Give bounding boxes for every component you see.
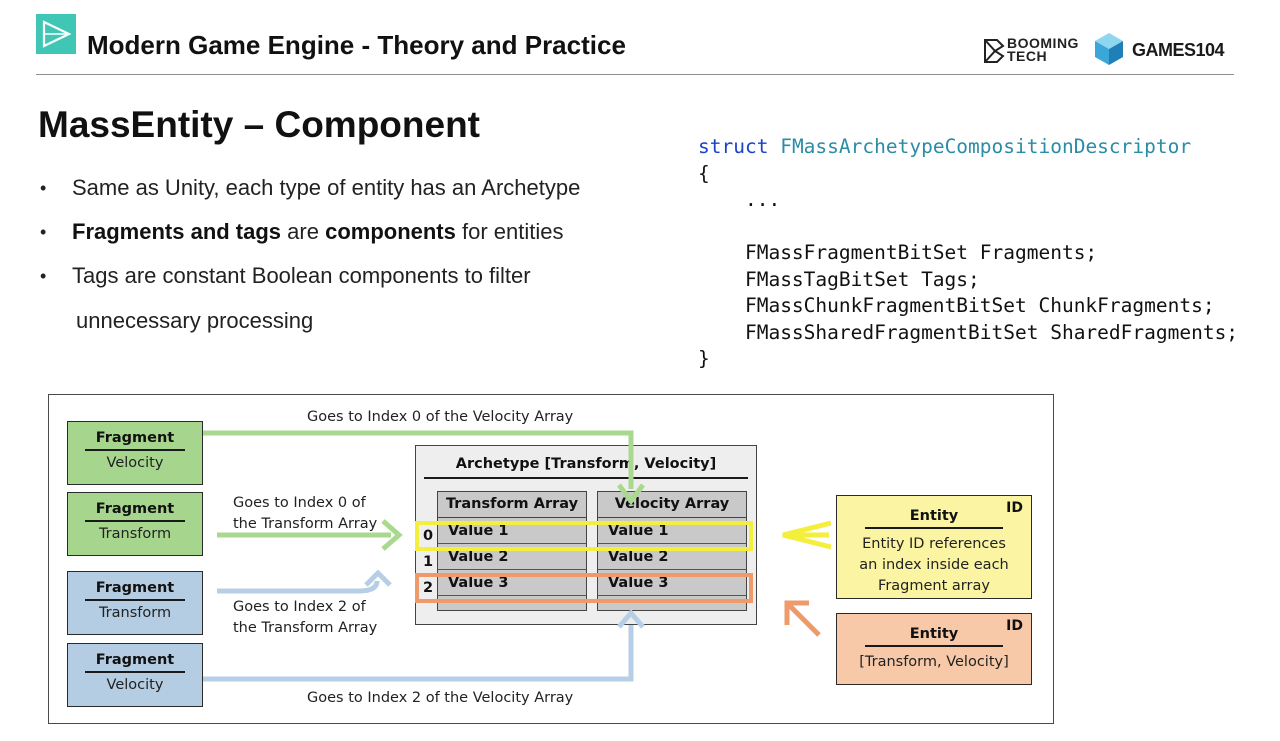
header-divider — [36, 74, 1234, 75]
code-line: FMassChunkFragmentBitSet ChunkFragments; — [744, 294, 1215, 317]
bullet-dot-icon: • — [40, 178, 47, 198]
arrowhead-icon — [617, 609, 645, 629]
arrow-velocity-to-index2 — [203, 625, 634, 682]
entity-description: [Transform, Velocity] — [859, 654, 1009, 670]
array-index: 0 — [422, 528, 434, 544]
array-cell: Value 1 — [598, 518, 746, 544]
array-cell: Value 3 — [598, 570, 746, 596]
array-cell: Value 2 — [598, 544, 746, 570]
code-line: FMassTagBitSet Tags; — [744, 267, 980, 291]
fragment-box-transform: Fragment Transform — [67, 492, 203, 556]
bullet-list: • Same as Unity, each type of entity has… — [38, 166, 678, 344]
label-bottom-velocity: Goes to Index 2 of the Velocity Array — [307, 690, 574, 706]
games104-wordmark: GAMES104 — [1132, 40, 1225, 60]
arrowhead-icon — [784, 600, 809, 625]
slide-title: MassEntity – Component — [38, 104, 480, 145]
code-line: FMassFragmentBitSet Fragments; — [744, 241, 1098, 264]
entity-box-reference: ID Entity Entity ID references an index … — [836, 495, 1032, 599]
entity-id-label: ID — [1006, 500, 1023, 516]
code-keyword: struct — [698, 135, 769, 158]
bullet-dot-icon: • — [40, 222, 47, 242]
arrow-transform-to-index2 — [217, 580, 380, 594]
fragment-box-velocity: Fragment Velocity — [67, 421, 203, 485]
code-type-name: FMassArchetypeCompositionDescriptor — [780, 135, 1192, 158]
code-line: FMassSharedFragmentBitSet SharedFragment… — [744, 320, 1239, 344]
booming-tech-logo: BOOMING TECH — [983, 33, 1085, 71]
entity-id-label: ID — [1006, 618, 1023, 634]
games104-cube-icon — [1095, 33, 1123, 65]
arrow-velocity-to-index0 — [203, 430, 634, 489]
code-close-brace: } — [698, 347, 710, 370]
bullet-item: • Fragments and tags are components for … — [38, 210, 678, 254]
code-open-brace: { — [698, 161, 710, 185]
presentation-logo-icon — [36, 14, 76, 54]
array-cell: Value 3 — [438, 570, 586, 596]
entity-title: Entity — [865, 508, 1003, 529]
arrowhead-icon — [381, 519, 403, 551]
entity-description: Entity ID references an index inside eac… — [859, 536, 1009, 594]
entity-box-archetype: ID Entity [Transform, Velocity] — [836, 613, 1032, 685]
bullet-dot-icon: • — [40, 266, 47, 286]
bullet-item: • Same as Unity, each type of entity has… — [38, 166, 678, 210]
archetype-title: Archetype [Transform, Velocity] — [424, 456, 748, 479]
fragment-box-velocity: Fragment Velocity — [67, 643, 203, 707]
arrow-entity-to-index2 — [785, 601, 821, 637]
highlight-index0-row — [415, 521, 753, 551]
transform-array-header: Transform Array — [438, 492, 586, 518]
entity-title: Entity — [865, 626, 1003, 647]
code-ellipsis: ... — [744, 188, 781, 211]
highlight-index2-row — [415, 573, 753, 603]
arrowhead-icon — [364, 569, 392, 587]
code-block: struct FMassArchetypeCompositionDescript… — [698, 134, 1238, 373]
label-top-velocity: Goes to Index 0 of the Velocity Array — [307, 409, 574, 425]
label-transform-index0: Goes to Index 0 of the Transform Array — [233, 495, 378, 532]
array-cell: Value 1 — [438, 518, 586, 544]
arrowhead-icon — [617, 483, 645, 506]
archetype-diagram: Fragment Velocity Fragment Transform Fra… — [48, 394, 1054, 724]
booming-tech-wordmark: BOOMING TECH — [1007, 35, 1079, 64]
array-cell: Value 2 — [438, 544, 586, 570]
fragment-box-transform: Fragment Transform — [67, 571, 203, 635]
header-title: Modern Game Engine - Theory and Practice — [87, 30, 626, 60]
diagram-arrows — [203, 430, 832, 682]
array-index: 2 — [422, 580, 434, 596]
bullet-item: • Tags are constant Boolean components t… — [38, 254, 678, 344]
velocity-array-header: Velocity Array — [598, 492, 746, 518]
array-index: 1 — [422, 554, 434, 570]
booming-tech-mark-icon — [984, 39, 1005, 63]
label-transform-index2: Goes to Index 2 of the Transform Array — [233, 599, 378, 636]
